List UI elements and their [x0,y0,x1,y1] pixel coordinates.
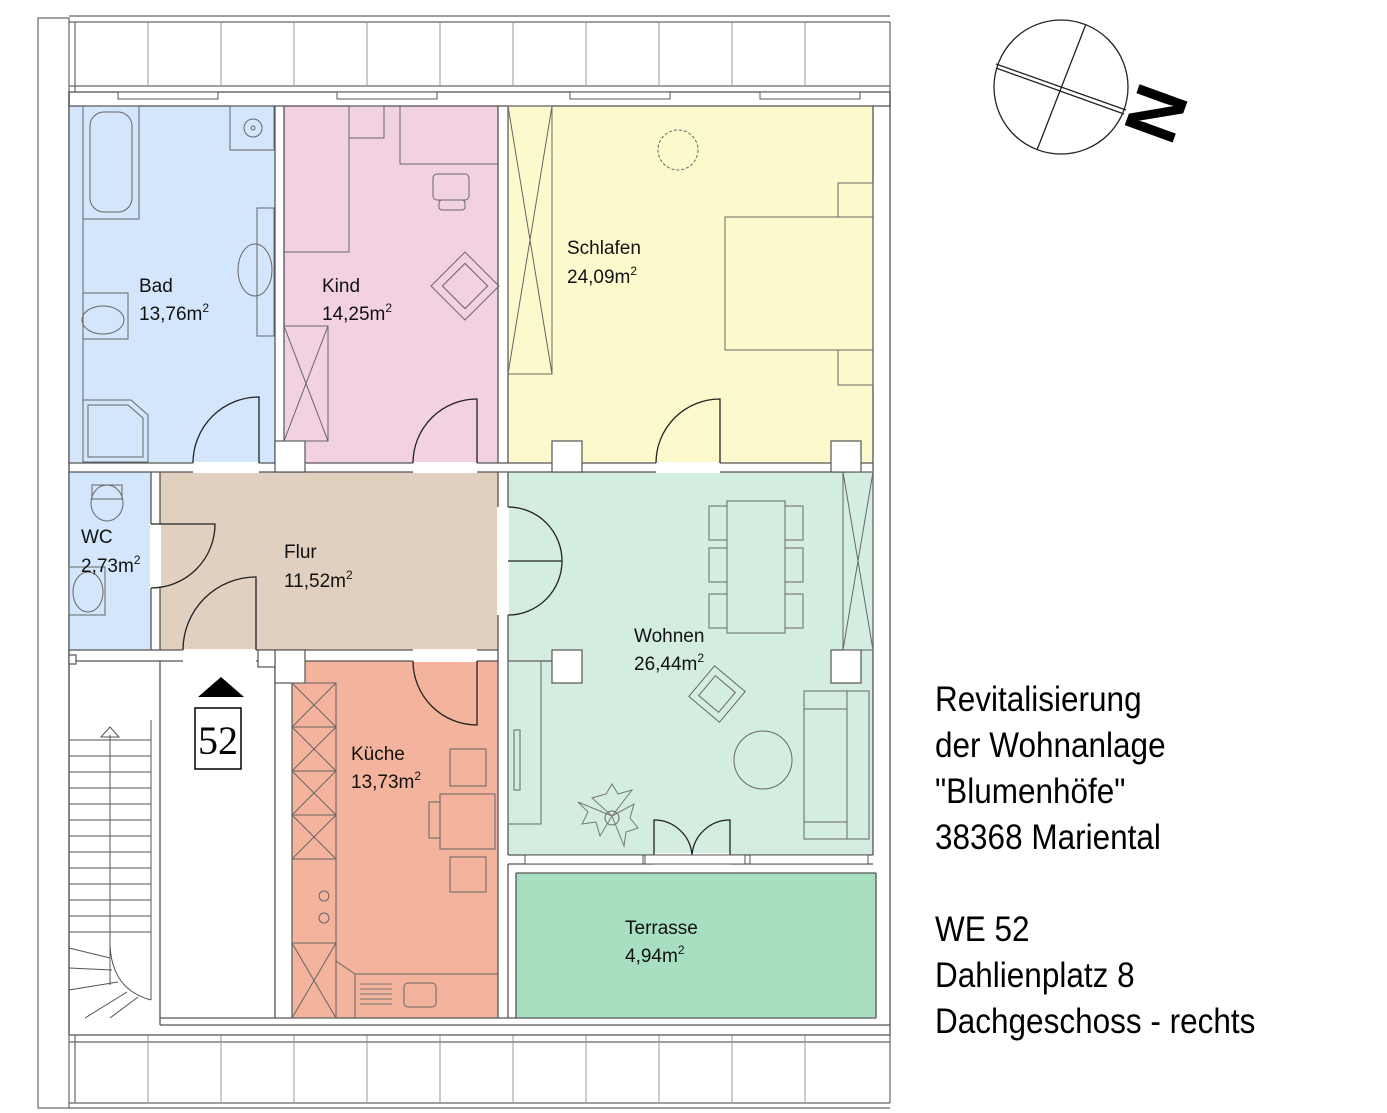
kueche-furniture [291,682,498,1019]
roof-outline [37,15,891,1109]
room-label-wc: WC [81,527,113,548]
room-label-schlafen: Schlafen [567,238,641,259]
title-block: Revitalisierung der Wohnanlage "Blumenhö… [935,677,1331,1045]
room-area-flur: 11,52m2 [284,568,353,592]
room-label-flur: Flur [284,542,317,563]
title-line-5: WE 52 [935,910,1030,949]
room-label-kind: Kind [322,276,360,297]
room-fill-kind [284,106,498,463]
windows-top [117,91,861,100]
room-area-wohnen: 26,44m2 [634,651,704,675]
room-fill-schlafen [508,106,873,463]
title-line-2: der Wohnanlage [935,726,1166,765]
windows-terrace [524,854,869,865]
wohnen-furniture [507,471,874,848]
room-fill-flur [160,472,498,650]
room-area-schlafen: 24,09m2 [567,264,637,288]
room-area-terrasse: 4,94m2 [625,943,685,967]
room-area-bad: 13,76m2 [139,301,209,325]
title-line-1: Revitalisierung [935,680,1142,719]
schlafen-furniture [507,105,874,386]
unit-entrance-marker: 52 [194,677,244,770]
north-arrow-icon: N [1108,74,1204,153]
room-area-kueche: 13,73m2 [351,769,421,793]
staircase [68,720,161,1019]
room-label-wohnen: Wohnen [634,626,704,647]
room-label-terrasse: Terrasse [625,918,698,939]
piers [68,440,862,684]
title-line-6: Dahlienplatz 8 [935,956,1135,995]
wc-fixtures [68,484,124,616]
title-line-4: 38368 Mariental [935,818,1161,857]
room-fill-wc [69,472,151,650]
room-label-bad: Bad [139,276,173,297]
room-fill-terrasse [516,873,876,1018]
bad-fixtures [81,105,275,463]
roof-tiles-top [147,22,806,86]
room-area-kind: 14,25m2 [322,301,392,325]
room-label-kueche: Küche [351,744,405,765]
title-line-7: Dachgeschoss - rechts [935,1002,1256,1041]
compass-rose [993,19,1129,155]
title-line-3: "Blumenhöfe" [935,772,1126,811]
roof-tiles-bottom [147,1035,806,1103]
title-spacer [935,861,1331,907]
room-area-wc: 2,73m2 [81,553,141,577]
kind-furniture [283,105,500,442]
unit-number-label: 52 [198,718,238,763]
